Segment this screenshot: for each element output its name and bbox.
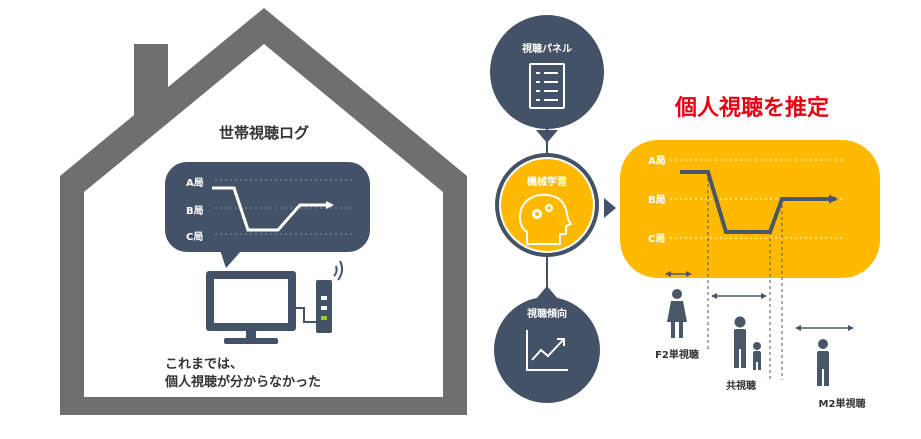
viewing-trend-label: 視聴傾向 xyxy=(526,307,567,320)
household-log-line xyxy=(212,186,334,232)
estimated-viewing-line xyxy=(680,170,838,234)
viewing-panel-label: 視聴パネル xyxy=(521,42,572,55)
segment-m2-label: M2単視聴 xyxy=(819,397,866,410)
tv-cable xyxy=(296,307,316,323)
result-channel-b-label: B局 xyxy=(648,194,666,206)
result-channel-a-label: A局 xyxy=(648,155,666,167)
house-icon xyxy=(60,8,467,415)
result-channel-c-label: C局 xyxy=(648,233,665,245)
set-top-box-icon xyxy=(316,280,332,333)
machine-learning-node xyxy=(495,153,616,257)
man-icon xyxy=(817,339,829,386)
result-title: 個人視聴を推定 xyxy=(674,95,829,121)
log-channel-b-label: B局 xyxy=(186,205,204,217)
log-channel-a-label: A局 xyxy=(186,177,204,189)
viewing-trend-node xyxy=(494,286,600,403)
house-caption-line1: これまでは、 xyxy=(165,357,243,372)
checklist-icon xyxy=(529,63,565,109)
tv-icon xyxy=(206,271,296,344)
woman-icon xyxy=(667,289,687,338)
estimated-viewing-panel: A局 B局 C局 xyxy=(620,140,880,278)
segment-f2-label: F2単視聴 xyxy=(655,348,699,361)
trend-chart-icon xyxy=(526,330,568,371)
brain-gears-icon xyxy=(519,193,573,245)
household-log-title: 世帯視聴ログ xyxy=(219,124,309,142)
segment-dividers xyxy=(707,172,783,380)
wifi-signal-icon xyxy=(333,260,344,281)
log-channel-c-label: C局 xyxy=(186,231,203,243)
viewing-panel-node xyxy=(490,15,604,143)
segment-co-viewing-label: 共視聴 xyxy=(726,379,756,392)
segment-range-arrows xyxy=(665,271,854,331)
machine-learning-label: 機械学習 xyxy=(527,175,567,188)
house-caption-line2: 個人視聴が分からなかった xyxy=(164,374,321,390)
family-icon xyxy=(734,316,761,370)
household-log-bubble: A局 B局 C局 xyxy=(165,162,370,268)
